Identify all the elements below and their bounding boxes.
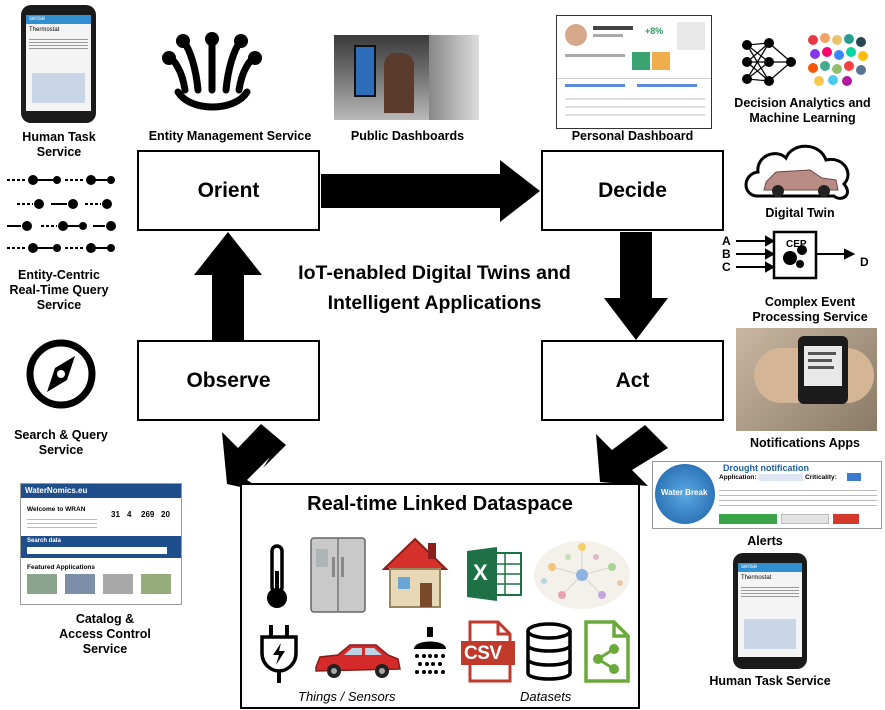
catalog-stat-1: 31	[111, 510, 120, 519]
things-sensors-label: Things / Sensors	[298, 689, 396, 704]
share-document-icon	[584, 620, 630, 683]
linked-dataspace-panel: Real-time Linked Dataspace X	[240, 483, 640, 709]
entity-centric-query-icon	[7, 175, 116, 253]
alert-criticality-label: Criticality:	[805, 474, 837, 481]
public-dashboards-caption: Public Dashboards	[350, 129, 465, 143]
center-title-line2: Intelligent Applications	[327, 292, 542, 314]
alert-ok-button[interactable]	[719, 514, 777, 524]
alert-application-label: Application:	[719, 474, 757, 481]
phone-brand: sense	[26, 15, 91, 24]
catalog-stat-2: 4	[127, 510, 132, 519]
decide-label: Decide	[598, 178, 667, 202]
cep-output-d: D	[860, 255, 869, 269]
alert-screenshot: Water Break Drought notification Applica…	[652, 461, 882, 529]
colorful-network-icon	[808, 33, 868, 86]
alerts-caption: Alerts	[747, 534, 783, 548]
cep-input-c: C	[722, 260, 731, 274]
personal-dashboard-caption: Personal Dashboard	[571, 129, 694, 143]
digital-twin-icon	[744, 144, 850, 200]
center-title: IoT-enabled Digital Twins and Intelligen…	[262, 258, 607, 318]
human-task-phone-bottom: sense Thermostat	[733, 553, 807, 669]
decision-analytics-caption: Decision Analytics and Machine Learning	[734, 96, 871, 125]
entity-management-icon	[162, 32, 262, 111]
personal-dashboard-screenshot: +8%	[556, 15, 712, 129]
search-query-caption: Search & Query Service	[14, 428, 108, 457]
excel-letter: X	[473, 560, 488, 585]
shower-icon	[414, 627, 446, 674]
floorplan-image-bottom	[744, 619, 796, 649]
alert-ignore-button[interactable]	[833, 514, 859, 524]
observe-box: Observe	[137, 340, 320, 421]
database-icon	[526, 622, 572, 681]
thermometer-icon	[267, 544, 287, 608]
cep-input-a: A	[722, 234, 731, 248]
catalog-featured-label: Featured Applications	[27, 564, 96, 571]
human-task-phone-top: sense Thermostat	[21, 5, 96, 123]
plug-icon	[260, 625, 298, 683]
car-icon	[315, 644, 401, 678]
catalog-screenshot: WaterNomics.eu Welcome to WRAN 31 4 269 …	[20, 483, 182, 605]
linked-data-cloud-icon	[534, 541, 630, 609]
center-title-line1: IoT-enabled Digital Twins and	[298, 262, 571, 284]
cep-diagram	[736, 230, 856, 280]
cep-engine-label: CEP	[786, 239, 807, 250]
orient-label: Orient	[197, 178, 260, 202]
house-icon	[381, 537, 449, 608]
neural-network-icon	[742, 38, 796, 86]
arrow-act-to-dataspace	[596, 425, 668, 486]
dataspace-title: Real-time Linked Dataspace	[307, 493, 573, 515]
floorplan-image	[32, 73, 85, 103]
public-dashboard-photo	[334, 35, 479, 120]
fridge-icon	[310, 537, 366, 613]
smartwatch-photo	[736, 328, 877, 431]
phone-app-title-bottom: Thermostat	[741, 575, 772, 581]
csv-file-icon	[461, 620, 515, 683]
catalog-search-label: Search data	[27, 538, 62, 544]
entity-management-caption: Entity Management Service	[148, 129, 312, 143]
decide-box: Decide	[541, 150, 724, 231]
catalog-welcome: Welcome to WRAN	[27, 506, 86, 513]
digital-twin-caption: Digital Twin	[765, 206, 835, 220]
arrow-decide-to-act	[604, 232, 668, 340]
act-label: Act	[615, 368, 650, 392]
arrow-orient-to-decide	[321, 160, 540, 222]
arrow-observe-to-orient	[194, 232, 262, 340]
csv-label: CSV	[464, 643, 502, 664]
compass-icon	[26, 339, 96, 409]
notifications-caption: Notifications Apps	[750, 436, 860, 450]
orient-box: Orient	[137, 150, 320, 231]
human-task-caption-top: Human Task Service	[22, 130, 96, 159]
catalog-stat-4: 20	[161, 510, 170, 519]
cep-caption: Complex Event Processing Service	[752, 295, 868, 324]
excel-icon	[467, 547, 522, 601]
human-task-caption-bottom: Human Task Service	[709, 674, 831, 688]
water-break-logo: Water Break	[661, 488, 708, 497]
alert-title: Drought notification	[723, 463, 809, 473]
act-box: Act	[541, 340, 724, 421]
catalog-site-title: WaterNomics.eu	[25, 486, 88, 495]
datasets-label: Datasets	[520, 689, 572, 704]
dashboard-percent: +8%	[645, 26, 664, 36]
entity-centric-caption: Entity-Centric Real-Time Query Service	[9, 268, 109, 312]
alert-remind-button[interactable]	[781, 514, 829, 524]
catalog-caption: Catalog & Access Control Service	[59, 612, 151, 656]
observe-label: Observe	[186, 368, 271, 392]
cep-input-b: B	[722, 247, 731, 261]
phone-app-title: Thermostat	[29, 27, 60, 33]
catalog-stat-3: 269	[141, 510, 155, 519]
phone-brand-bottom: sense	[738, 563, 802, 572]
